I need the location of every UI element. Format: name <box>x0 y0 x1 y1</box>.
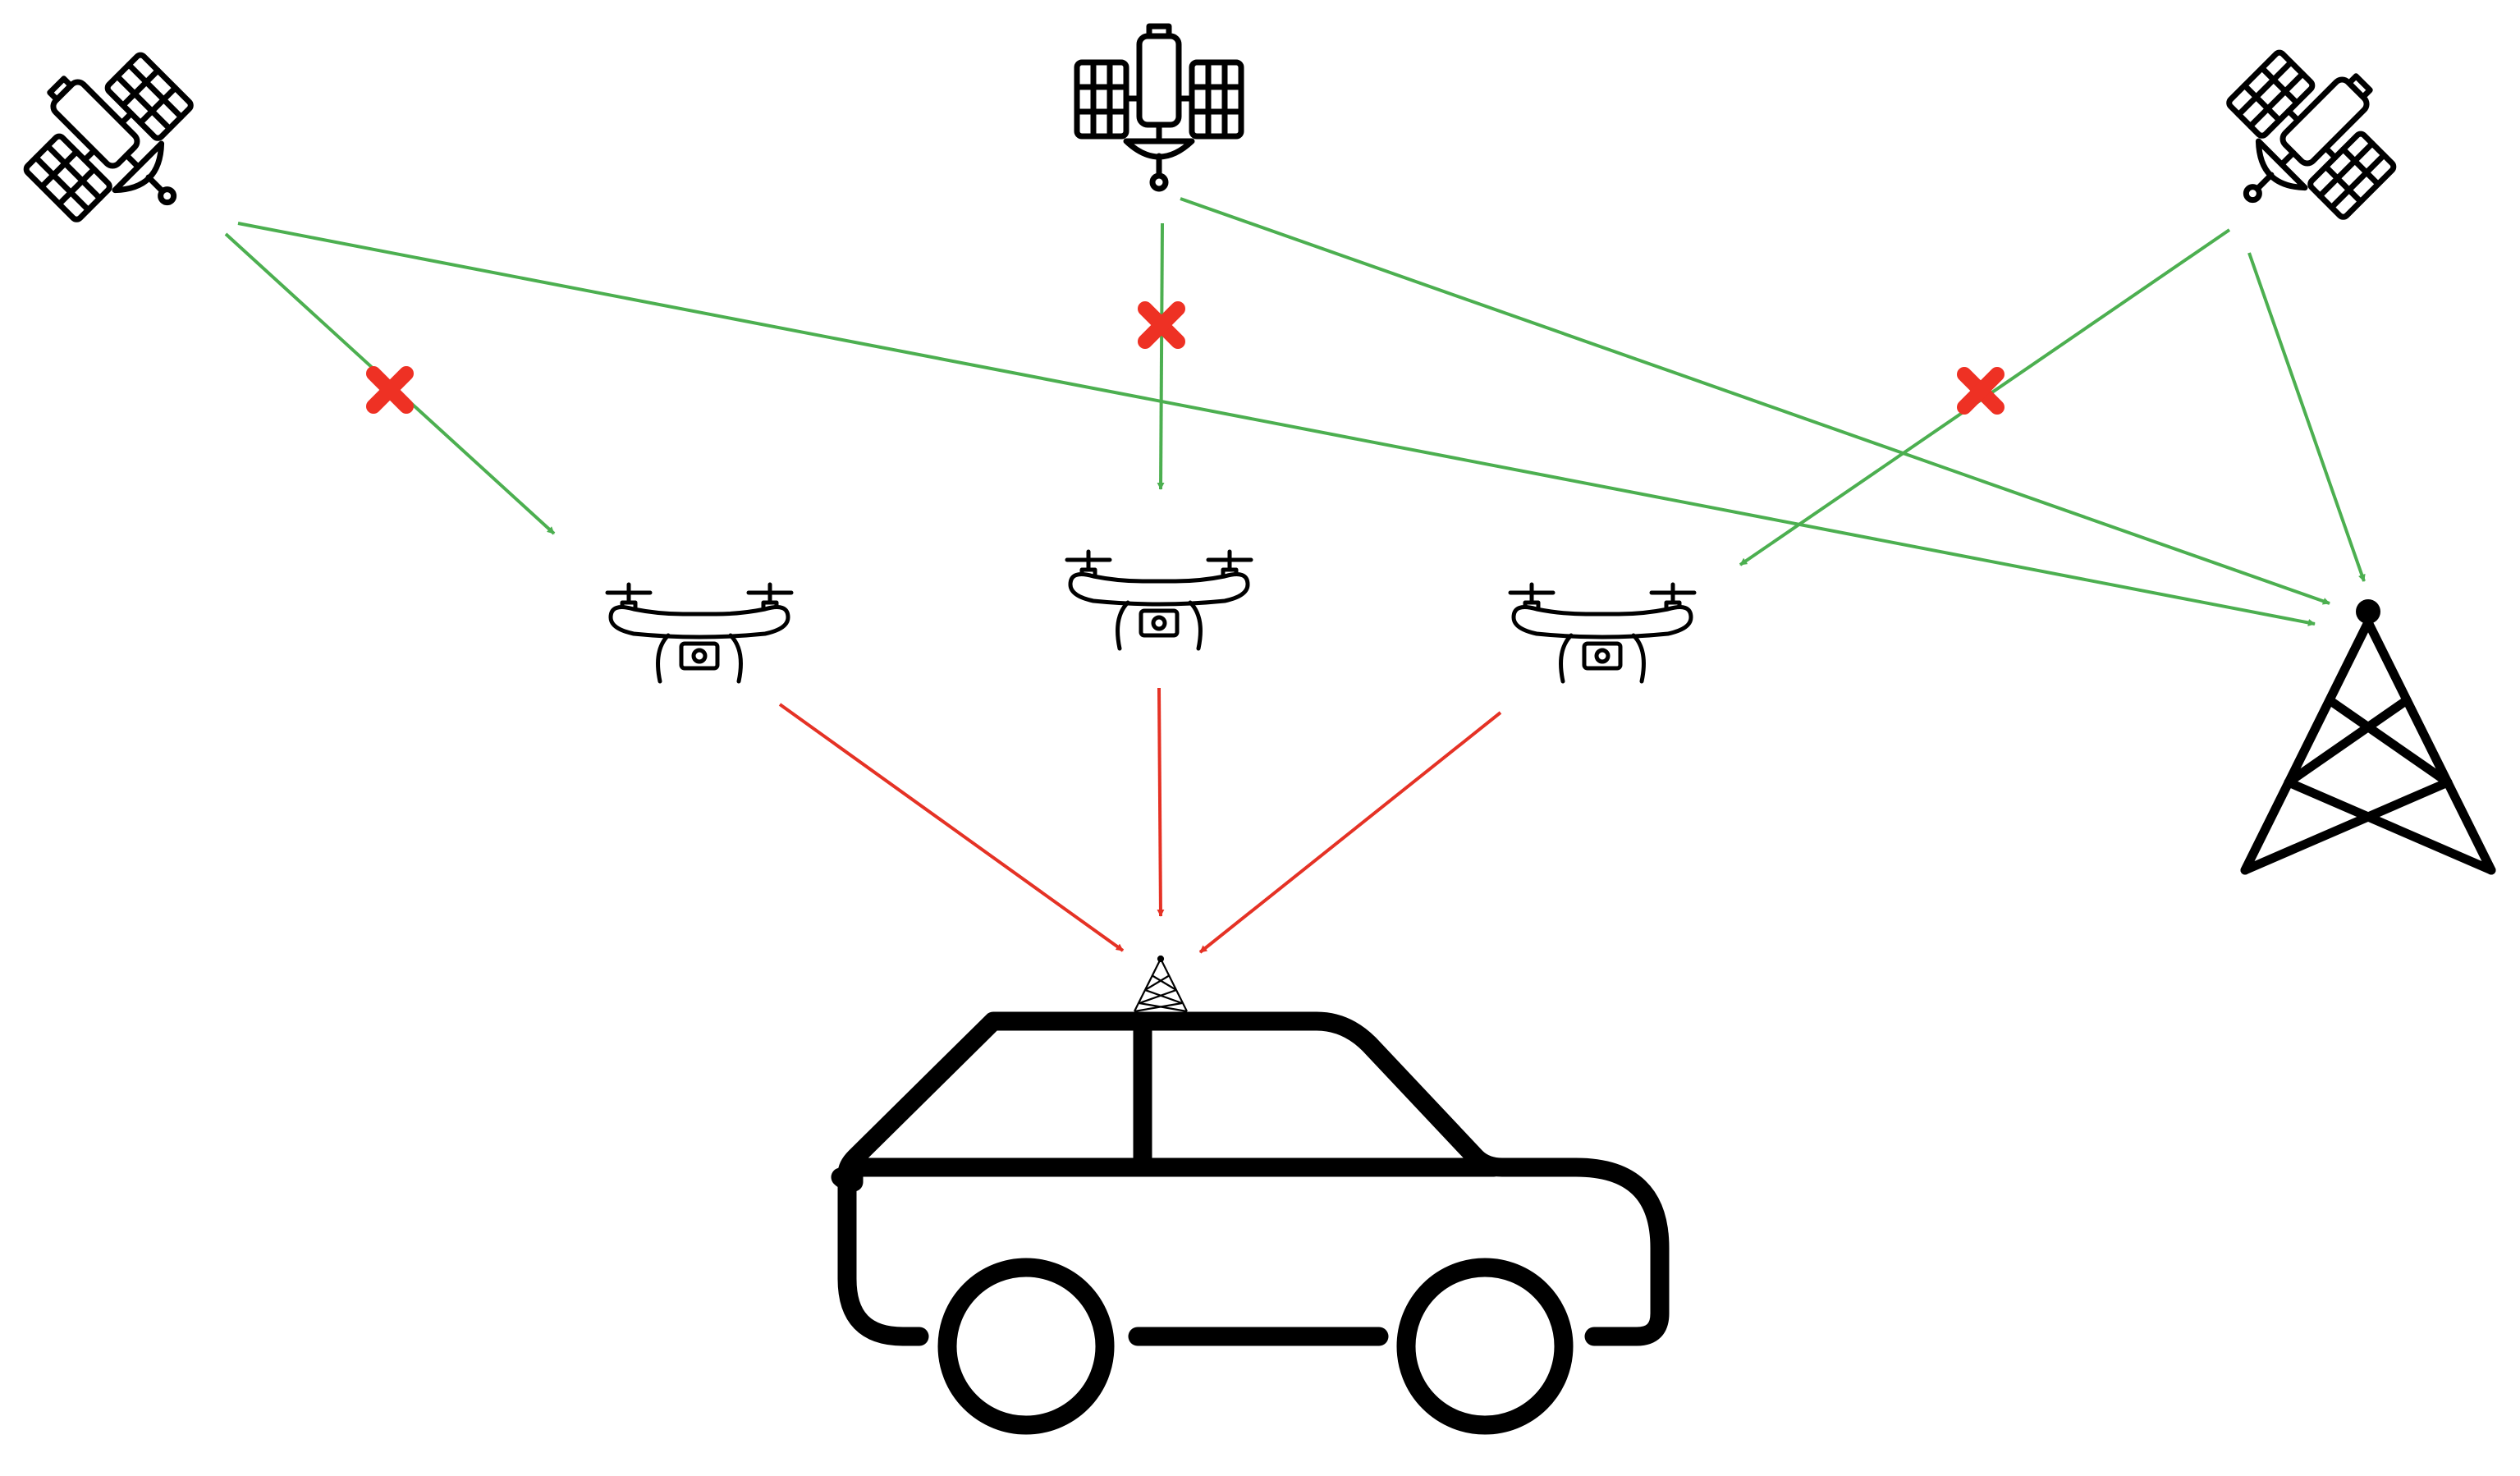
link-satellite-right-to-cell-tower <box>2247 252 2366 582</box>
drone-links <box>778 687 1502 954</box>
link-satellite-center-to-cell-tower <box>1180 197 2330 605</box>
cell-tower-icon <box>2240 599 2496 875</box>
link-satellite-center-to-drone-center <box>1157 222 1165 490</box>
link-drone-left-to-car <box>778 703 1125 952</box>
link-drone-center-to-car <box>1157 687 1165 917</box>
link-drone-right-to-car <box>1198 711 1502 954</box>
link-satellite-left-to-cell-tower <box>237 222 2316 626</box>
car-icon <box>831 1011 1670 1435</box>
